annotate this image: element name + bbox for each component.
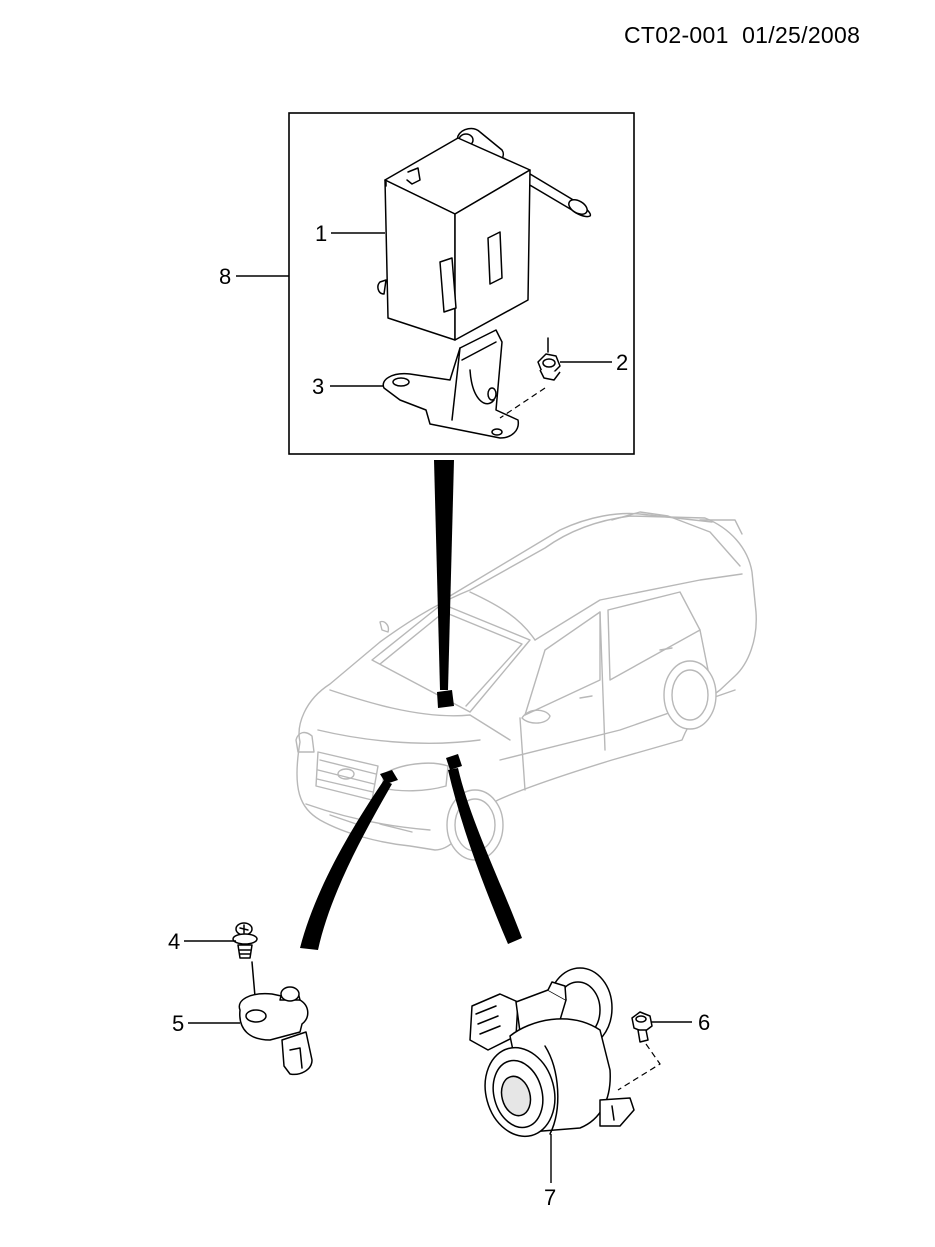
alarm-control-module: [377, 127, 592, 341]
callout-8: 8: [219, 264, 232, 289]
callout-4: 4: [168, 929, 181, 954]
nut-to-bracket-dashline: [499, 387, 546, 419]
connector-band-right: [448, 768, 522, 944]
diagram-code: CT02-001: [624, 22, 729, 48]
connector-band-left: [300, 780, 392, 950]
diagram-header: CT02-001 01/25/2008: [624, 22, 860, 49]
bolt-to-siren-dashline: [617, 1043, 661, 1091]
callout-1: 1: [315, 221, 328, 246]
module-nut: [537, 337, 561, 381]
siren-bolt: [631, 1011, 653, 1043]
callout-5: 5: [172, 1011, 185, 1036]
callout-6: 6: [698, 1010, 711, 1035]
module-bracket: [382, 329, 520, 439]
callout-3: 3: [312, 374, 325, 399]
locator-hood-switch: [380, 770, 398, 784]
locator-module: [437, 690, 454, 708]
callout-2: 2: [616, 350, 629, 375]
callout-7: 7: [544, 1185, 557, 1210]
car-illustration: [295, 511, 757, 861]
locator-siren: [446, 754, 462, 770]
connector-band-top: [434, 460, 454, 690]
diagram-date: 01/25/2008: [742, 22, 861, 48]
siren-horn: [469, 967, 635, 1138]
hood-switch: [238, 986, 313, 1076]
hood-switch-screw: [232, 922, 258, 959]
module-assembly-frame: [288, 112, 635, 455]
